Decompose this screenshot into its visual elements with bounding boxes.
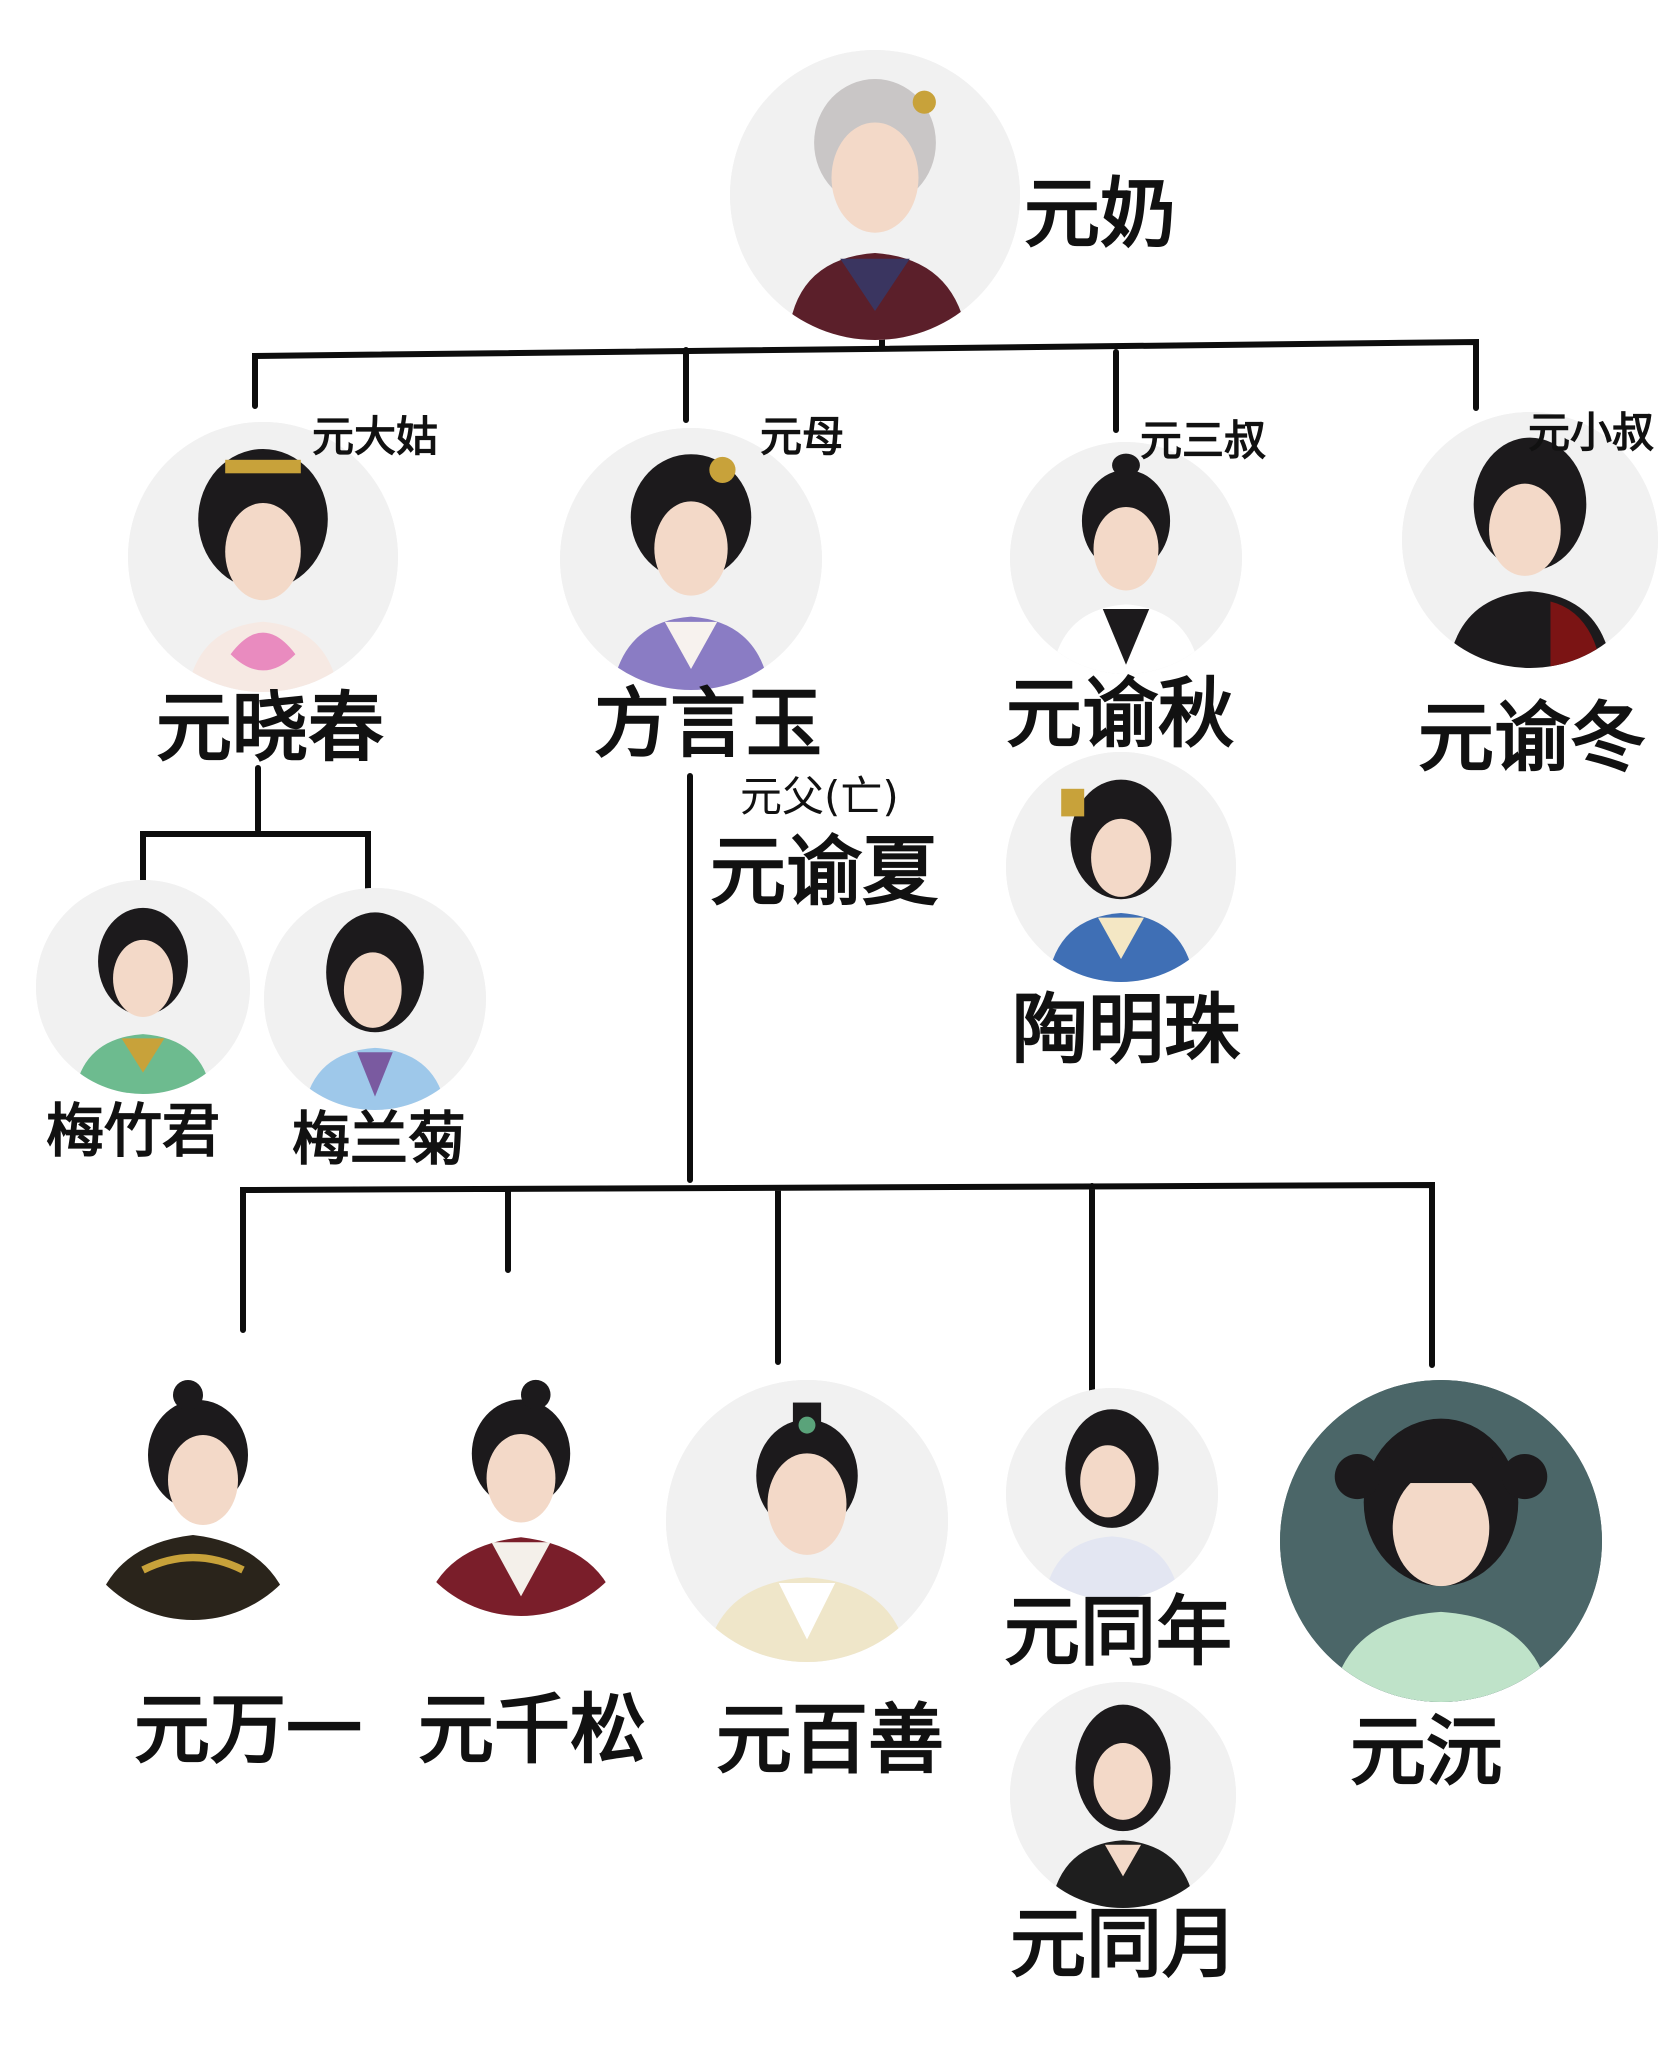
- child6-avatar: [1280, 1380, 1602, 1702]
- eldest-aunt-avatar: [128, 422, 398, 692]
- child1-avatar: [68, 1370, 318, 1620]
- scholar-portrait-icon: [666, 1380, 948, 1662]
- young-man-portrait-icon: [36, 880, 250, 1094]
- grandma-avatar: [730, 50, 1020, 340]
- cousin-son-avatar: [36, 880, 250, 1094]
- girl-portrait-icon: [1280, 1380, 1602, 1702]
- child4-avatar: [1006, 1388, 1218, 1600]
- third-uncle-wife-avatar: [1006, 752, 1236, 982]
- mother-role: 元母: [760, 412, 845, 461]
- man-portrait-icon: [1402, 412, 1658, 668]
- cousin-son-name: 梅竹君: [46, 1097, 221, 1165]
- noble-woman-portrait-icon: [128, 422, 398, 692]
- connector-grandma-children: [252, 332, 1479, 433]
- third-uncle-name: 元谕秋: [1006, 669, 1234, 758]
- mother-avatar: [560, 428, 822, 690]
- connector-aunt-children: [140, 765, 371, 891]
- warrior-portrait-icon: [68, 1370, 318, 1620]
- eldest-aunt-role: 元大姑: [312, 412, 439, 461]
- young-man-portrait-icon: [1006, 1388, 1218, 1600]
- noble-woman-portrait-icon: [560, 428, 822, 690]
- cousin-daughter-name: 梅兰菊: [292, 1105, 467, 1173]
- child5-avatar: [1010, 1682, 1236, 1908]
- father-role: 元父(亡): [740, 772, 899, 821]
- third-uncle-wife-name: 陶明珠: [1012, 985, 1240, 1074]
- cousin-daughter-avatar: [264, 888, 486, 1110]
- child5-name: 元同月: [1010, 1899, 1238, 1988]
- child3-avatar: [666, 1380, 948, 1662]
- child1-name: 元万一: [134, 1685, 362, 1774]
- child6-name: 元沅: [1350, 1707, 1502, 1796]
- young-man-portrait-icon: [1010, 1682, 1236, 1908]
- mother-name: 方言玉: [594, 679, 822, 768]
- third-uncle-avatar: [1010, 442, 1242, 674]
- connector-parents-children: [240, 773, 1435, 1397]
- elder-woman-portrait-icon: [730, 50, 1020, 340]
- child2-avatar: [398, 1370, 644, 1616]
- young-woman-portrait-icon: [264, 888, 486, 1110]
- youngest-uncle-name: 元谕冬: [1418, 693, 1646, 782]
- child4-name: 元同年: [1004, 1587, 1232, 1676]
- child2-name: 元千松: [418, 1685, 646, 1774]
- child3-name: 元百善: [716, 1695, 944, 1784]
- grandma-name: 元奶: [1024, 169, 1176, 258]
- youngest-uncle-role: 元小叔: [1528, 408, 1655, 457]
- man-portrait-icon: [1010, 442, 1242, 674]
- third-uncle-role: 元三叔: [1140, 416, 1267, 465]
- young-man-portrait-icon: [398, 1370, 644, 1616]
- youngest-uncle-avatar: [1402, 412, 1658, 668]
- father-name: 元谕夏: [710, 827, 938, 916]
- eldest-aunt-name: 元晓春: [156, 683, 384, 772]
- noble-woman-portrait-icon: [1006, 752, 1236, 982]
